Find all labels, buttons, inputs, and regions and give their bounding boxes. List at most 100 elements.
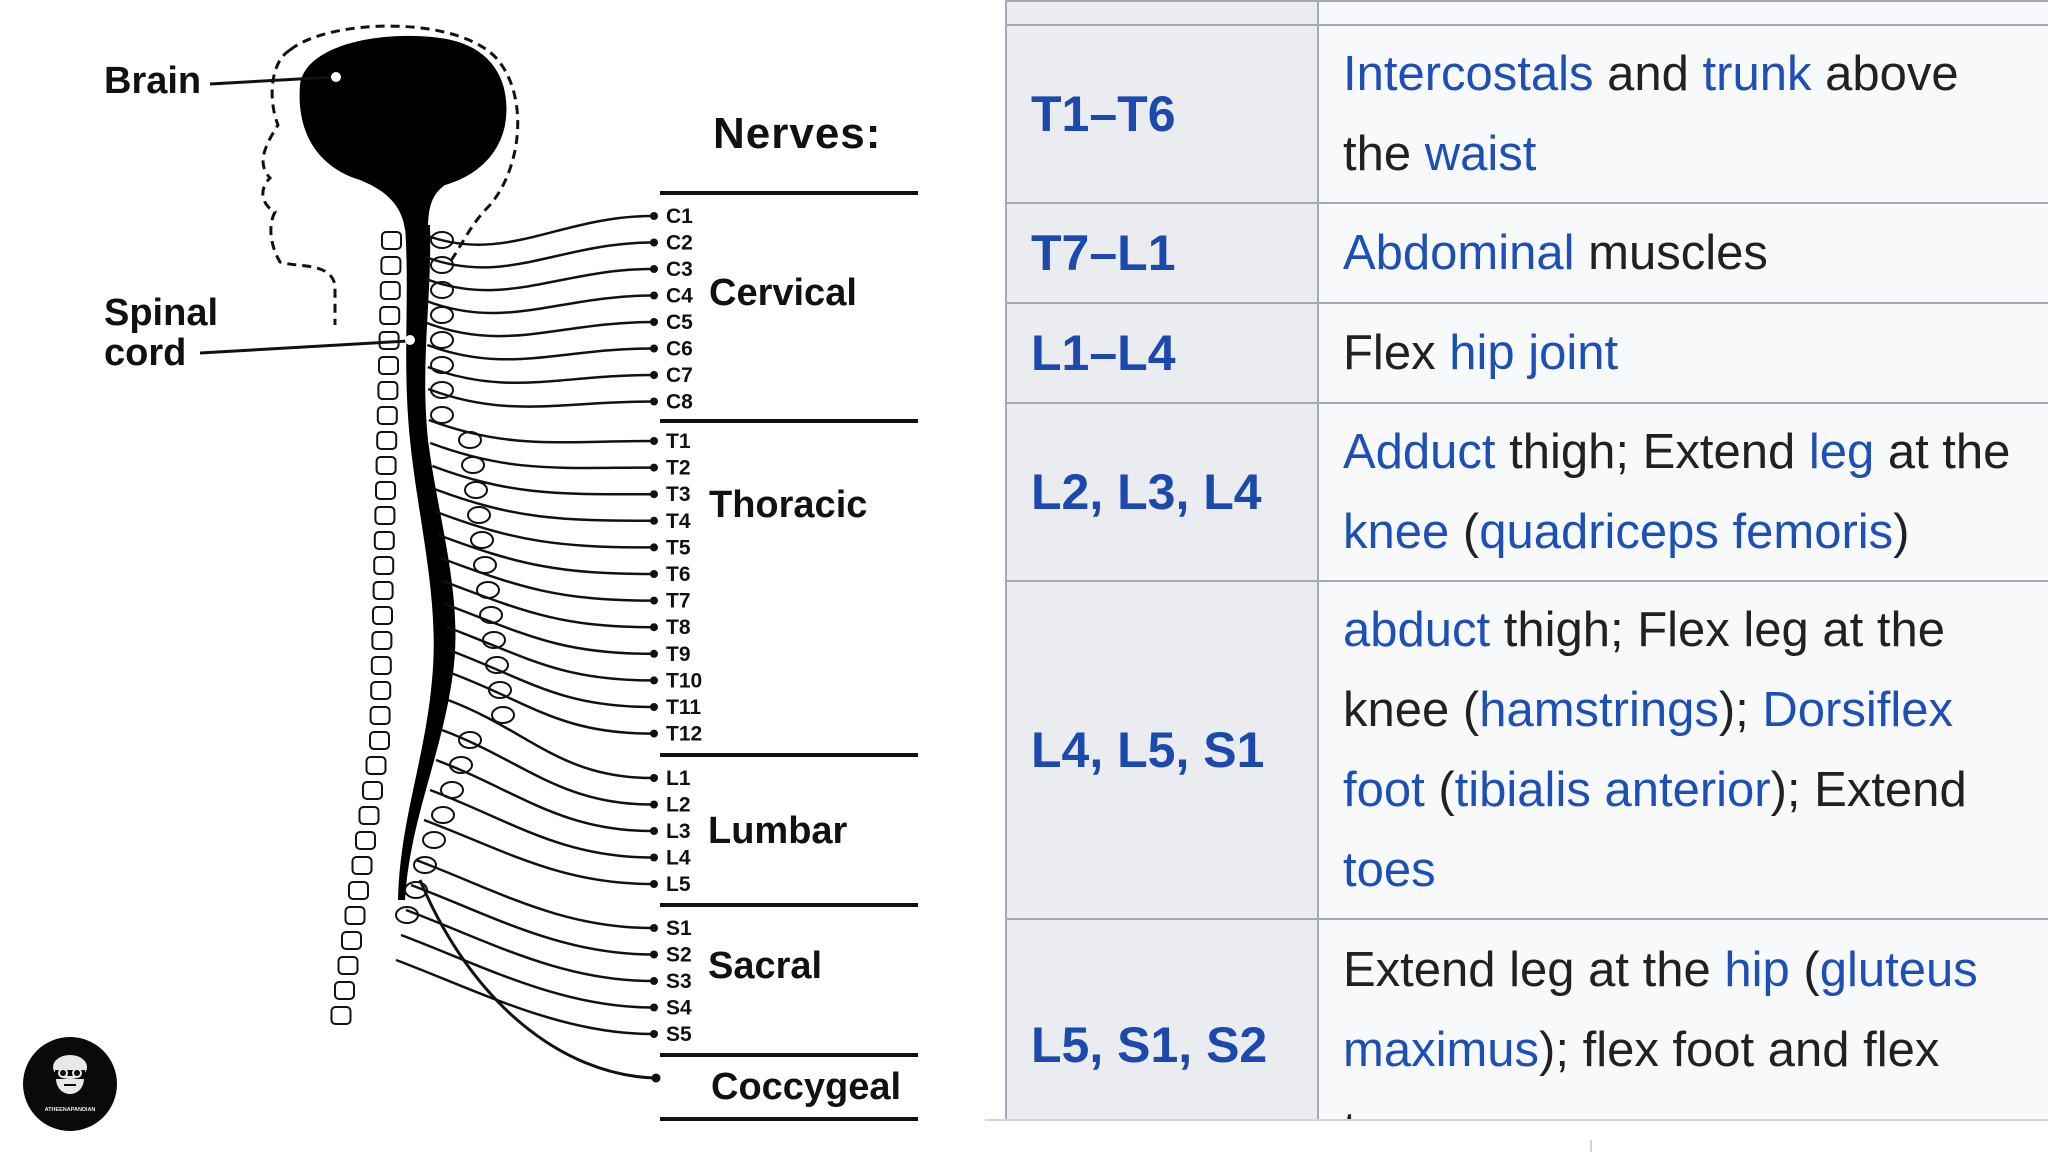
nerve-dot-s1 bbox=[650, 924, 658, 932]
nerve-dot-c5 bbox=[650, 318, 658, 326]
nerve-line-c8 bbox=[427, 387, 653, 408]
level-cell[interactable]: T7–L1 bbox=[1005, 202, 1319, 304]
vertebra bbox=[369, 706, 391, 725]
level-label[interactable]: T1–T6 bbox=[1031, 86, 1176, 142]
nerve-label-t3: T3 bbox=[666, 483, 691, 506]
function-text: thigh; Extend bbox=[1495, 425, 1809, 479]
level-label[interactable]: L4, L5, S1 bbox=[1031, 722, 1265, 778]
nerve-line-l3 bbox=[435, 758, 653, 833]
nerve-label-c7: C7 bbox=[666, 364, 693, 387]
nerve-line-t7 bbox=[440, 556, 653, 602]
nerve-label-c4: C4 bbox=[666, 285, 693, 308]
level-cell[interactable]: L4, L5, S1 bbox=[1005, 580, 1319, 920]
level-label[interactable]: L2, L3, L4 bbox=[1031, 464, 1262, 520]
bottom-divider bbox=[985, 1119, 2048, 1121]
function-text: ); flex foot and flex toes bbox=[1343, 1023, 1940, 1120]
function-cell: Flex hip joint bbox=[1317, 302, 2048, 404]
nerve-line-s5 bbox=[395, 958, 653, 1036]
function-text: thigh; Flex leg at the knee ( bbox=[1343, 603, 1946, 737]
level-cell[interactable]: L1–L4 bbox=[1005, 302, 1319, 404]
brain-pointer-line bbox=[209, 75, 336, 86]
function-text: Flex bbox=[1343, 326, 1450, 380]
nerve-dot-t2 bbox=[650, 463, 658, 472]
function-text: and bbox=[1593, 47, 1703, 101]
function-link[interactable]: waist bbox=[1424, 127, 1537, 181]
nerve-line-c1 bbox=[424, 214, 653, 246]
nerve-line-t6 bbox=[438, 533, 653, 576]
region-coccygeal: Coccygeal bbox=[711, 1066, 901, 1108]
vertebra bbox=[351, 856, 373, 875]
vertebra bbox=[344, 906, 366, 925]
vertebra-process bbox=[430, 406, 454, 424]
nerve-dot-l4 bbox=[650, 853, 658, 862]
nerve-dot-c8 bbox=[650, 397, 658, 406]
level-cell[interactable]: L2, L3, L4 bbox=[1005, 402, 1319, 582]
function-link[interactable]: tibialis anterior bbox=[1454, 763, 1771, 817]
nerve-dot-l2 bbox=[650, 800, 658, 809]
level-label[interactable]: T7–L1 bbox=[1031, 225, 1176, 281]
function-link[interactable]: Intercostals bbox=[1343, 47, 1594, 101]
function-link[interactable]: toes bbox=[1343, 843, 1436, 897]
function-text: ); bbox=[1718, 683, 1763, 737]
bottom-tick bbox=[1590, 1140, 1592, 1152]
nerve-line-c3 bbox=[425, 267, 653, 292]
nerve-dot-t3 bbox=[650, 490, 658, 499]
brain-label: Brain bbox=[104, 60, 201, 102]
function-link[interactable]: hamstrings bbox=[1479, 683, 1719, 737]
nerve-dot-l3 bbox=[650, 827, 658, 835]
nerve-dot-s5 bbox=[650, 1030, 658, 1038]
nerve-line-l5 bbox=[423, 818, 653, 886]
nerve-dot-t11 bbox=[650, 703, 658, 711]
nerve-label-t4: T4 bbox=[666, 510, 691, 533]
nerve-line-t5 bbox=[436, 510, 653, 549]
vertebra bbox=[365, 756, 387, 775]
avatar-text: ATHEENAPANDIAN bbox=[45, 1107, 96, 1113]
spinal-label-line1: Spinal bbox=[104, 292, 218, 334]
function-link[interactable]: Abdominal bbox=[1343, 226, 1575, 280]
vertebra bbox=[375, 481, 396, 500]
spinal-nerves-diagram: Brain Spinal cord Nerves: Cervical Thora… bbox=[104, 24, 918, 1121]
vertebra bbox=[370, 656, 392, 675]
nerve-label-t7: T7 bbox=[666, 590, 691, 613]
function-link[interactable]: hip bbox=[1724, 943, 1790, 997]
function-link[interactable]: trunk bbox=[1702, 47, 1812, 101]
function-link[interactable]: hip joint bbox=[1449, 326, 1619, 380]
nerve-label-t8: T8 bbox=[666, 616, 691, 639]
level-label[interactable]: L1–L4 bbox=[1031, 325, 1176, 381]
brain-shape bbox=[299, 35, 507, 230]
nerve-line-s2 bbox=[410, 883, 653, 956]
function-link[interactable]: Adduct bbox=[1343, 425, 1496, 479]
nerve-dot-t7 bbox=[650, 596, 658, 605]
nerve-dot-c6 bbox=[650, 344, 658, 353]
nerve-line-s3 bbox=[405, 908, 653, 983]
level-cell[interactable]: L5, S1, S2 bbox=[1005, 918, 1319, 1120]
vertebra bbox=[381, 231, 402, 250]
vertebra bbox=[337, 956, 359, 975]
head-outline bbox=[261, 24, 520, 325]
vertebra-process bbox=[470, 531, 494, 549]
function-link[interactable]: quadriceps femoris bbox=[1479, 505, 1894, 559]
function-link[interactable]: Dorsiflex foot bbox=[1343, 683, 1953, 817]
function-text: ( bbox=[1449, 505, 1480, 559]
level-label[interactable]: L5, S1, S2 bbox=[1031, 1017, 1268, 1073]
nerve-line-t4 bbox=[433, 487, 653, 523]
function-link[interactable]: knee bbox=[1343, 505, 1450, 559]
vertebra-process bbox=[467, 506, 491, 524]
nerve-label-s3: S3 bbox=[666, 970, 692, 993]
nerve-line-l4 bbox=[429, 788, 653, 859]
nerve-line-c4 bbox=[425, 294, 653, 315]
nerve-dot-t1 bbox=[650, 437, 658, 445]
nerve-label-t1: T1 bbox=[666, 430, 691, 453]
nerve-label-t11: T11 bbox=[666, 696, 701, 719]
coccygeal-nerve-dot bbox=[651, 1073, 661, 1083]
nerve-label-s5: S5 bbox=[666, 1023, 692, 1046]
level-cell[interactable]: T1–T6 bbox=[1005, 24, 1319, 204]
nerve-dot-t10 bbox=[650, 676, 658, 685]
function-link[interactable]: gluteus maximus bbox=[1343, 943, 1978, 1077]
nerve-label-l5: L5 bbox=[666, 873, 691, 896]
function-link[interactable]: abduct bbox=[1343, 603, 1491, 657]
function-link[interactable]: leg bbox=[1808, 425, 1875, 479]
vertebrae-column bbox=[330, 231, 515, 1025]
